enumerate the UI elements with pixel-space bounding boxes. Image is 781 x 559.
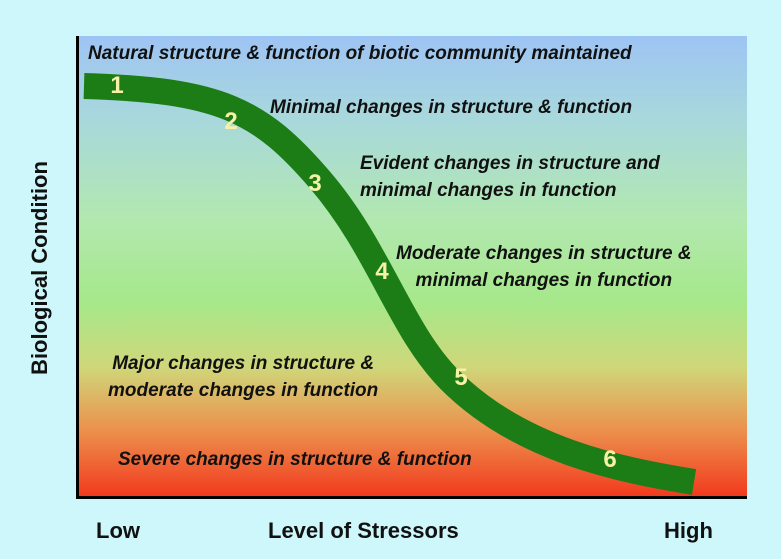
tier-4-number: 4 bbox=[375, 258, 389, 285]
x-axis-line bbox=[76, 496, 747, 499]
x-axis-label: Level of Stressors bbox=[268, 518, 459, 543]
tier-5-description: Major changes in structure & moderate ch… bbox=[108, 353, 379, 401]
tier-6-description: Severe changes in structure & function bbox=[118, 449, 472, 470]
plot-area bbox=[76, 36, 747, 496]
x-axis-high-label: High bbox=[664, 518, 713, 543]
tier-4-description: Moderate changes in structure & minimal … bbox=[396, 243, 692, 291]
tier-2-number: 2 bbox=[224, 108, 238, 135]
y-axis-line bbox=[76, 36, 79, 499]
tier-1-description: Natural structure & function of biotic c… bbox=[88, 43, 632, 64]
tier-3-number: 3 bbox=[308, 170, 322, 197]
x-axis-low-label: Low bbox=[96, 518, 140, 543]
tier-5-number: 5 bbox=[454, 364, 468, 391]
tier-6-number: 6 bbox=[603, 446, 617, 473]
tier-2-description: Minimal changes in structure & function bbox=[270, 97, 633, 118]
curve-band bbox=[83, 73, 697, 495]
tier-3-description: Evident changes in structure and minimal… bbox=[360, 153, 660, 201]
tier-1-number: 1 bbox=[110, 72, 124, 99]
y-axis-label: Biological Condition bbox=[27, 161, 52, 375]
